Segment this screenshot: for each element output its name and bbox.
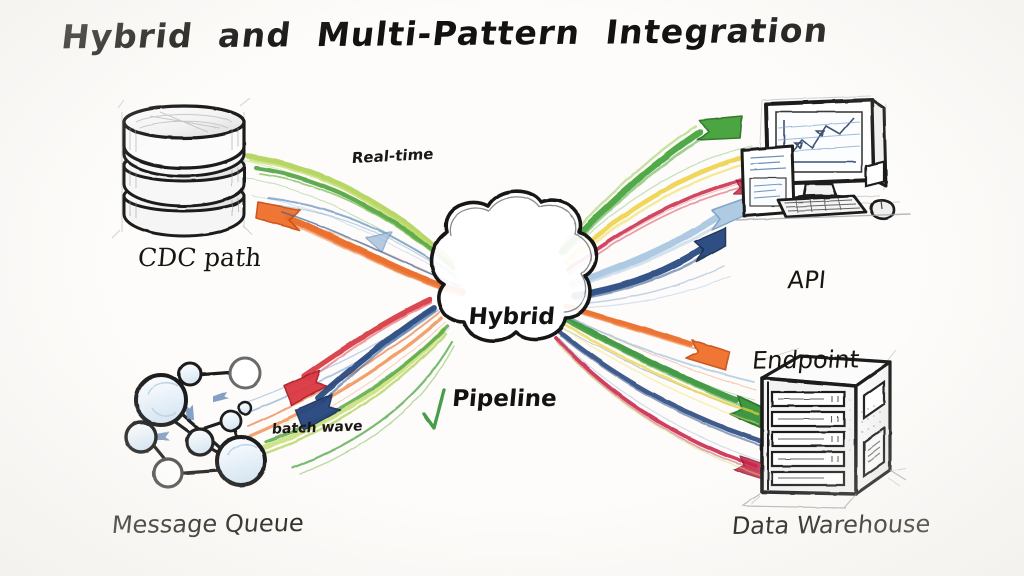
cloud-label-line2: Pipeline [451,385,558,412]
api-label-line2: Endpoint [750,345,861,375]
flow-arrows-warehouse [554,303,777,481]
node-label-data-warehouse: Data Warehouse [730,509,932,541]
page-title: Hybrid and Multi-Pattern Integration [59,10,831,57]
database-cylinder-icon [111,97,253,239]
desktop-monitor-icon [735,95,911,221]
node-label-api-endpoint: API Endpoint [750,212,873,428]
cloud-label-line1: Hybrid [467,303,557,330]
flow-arrows-message-queue [241,297,455,475]
flow-label-batch-wave: batch wave [271,418,364,438]
cloud-label-hybrid-pipeline: Hybrid Pipeline [423,253,593,464]
node-label-cdc-path: CDC path [136,243,263,272]
api-label-line1: API [786,265,828,295]
node-label-message-queue: Message Queue [110,508,306,540]
arrowhead-navy-up-right [693,227,727,263]
network-graph-icon [124,356,267,489]
arrowhead-green-up-right [696,115,743,141]
arrowhead-lightblue-up-right [711,197,747,231]
flow-arrows-cdc [235,151,466,297]
